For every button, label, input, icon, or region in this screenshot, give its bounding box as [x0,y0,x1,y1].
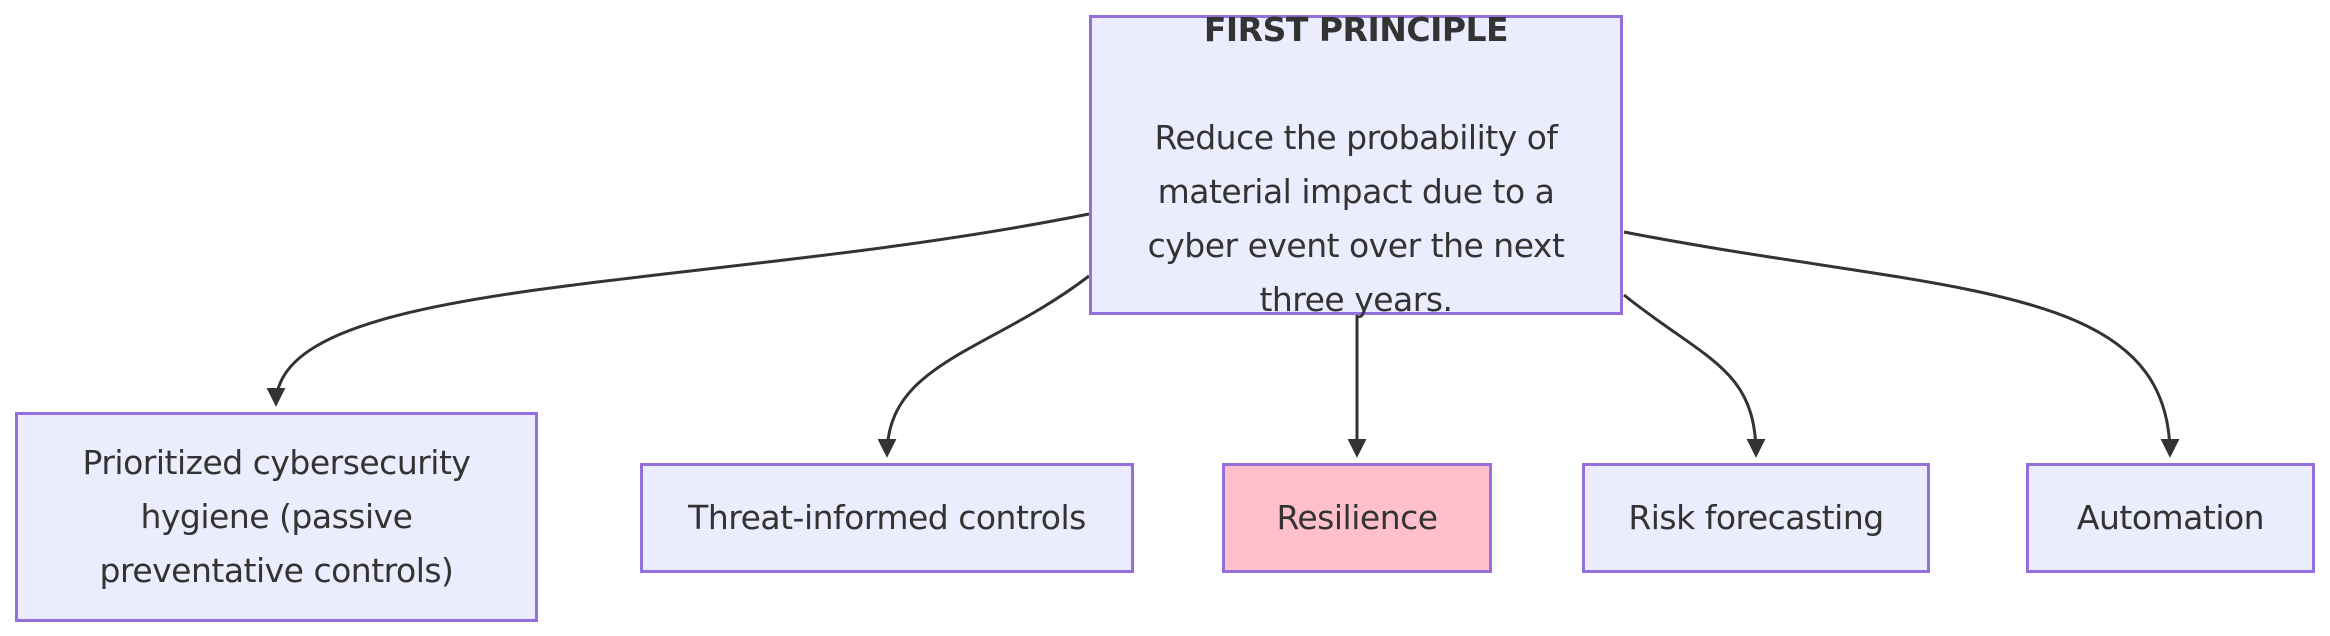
node-body: Reduce the probability of material impac… [1147,118,1565,319]
node-resilience: Resilience [1222,463,1492,573]
node-automation: Automation [2026,463,2315,573]
node-first-principle: FIRST PRINCIPLE Reduce the probability o… [1089,10,1623,319]
node-label: Prioritized cybersecurity hygiene (passi… [82,443,471,590]
node-label: Resilience [1276,498,1438,537]
edge-root-to-hygiene [266,212,1090,407]
node-threat-informed-controls: Threat-informed controls [640,463,1134,573]
node-label: Risk forecasting [1628,498,1884,537]
edge-root-to-threat [877,274,1090,458]
node-prioritized-hygiene: Prioritized cybersecurity hygiene (passi… [15,412,538,622]
node-label: Automation [2076,498,2265,537]
node-title: FIRST PRINCIPLE [1203,10,1509,49]
node-label: Threat-informed controls [688,498,1086,537]
edge-root-to-risk [1623,293,1766,458]
node-first-principle-text: FIRST PRINCIPLE Reduce the probability o… [1148,0,1565,381]
node-risk-forecasting: Risk forecasting [1582,463,1930,573]
edge-root-to-automation [1623,230,2180,458]
